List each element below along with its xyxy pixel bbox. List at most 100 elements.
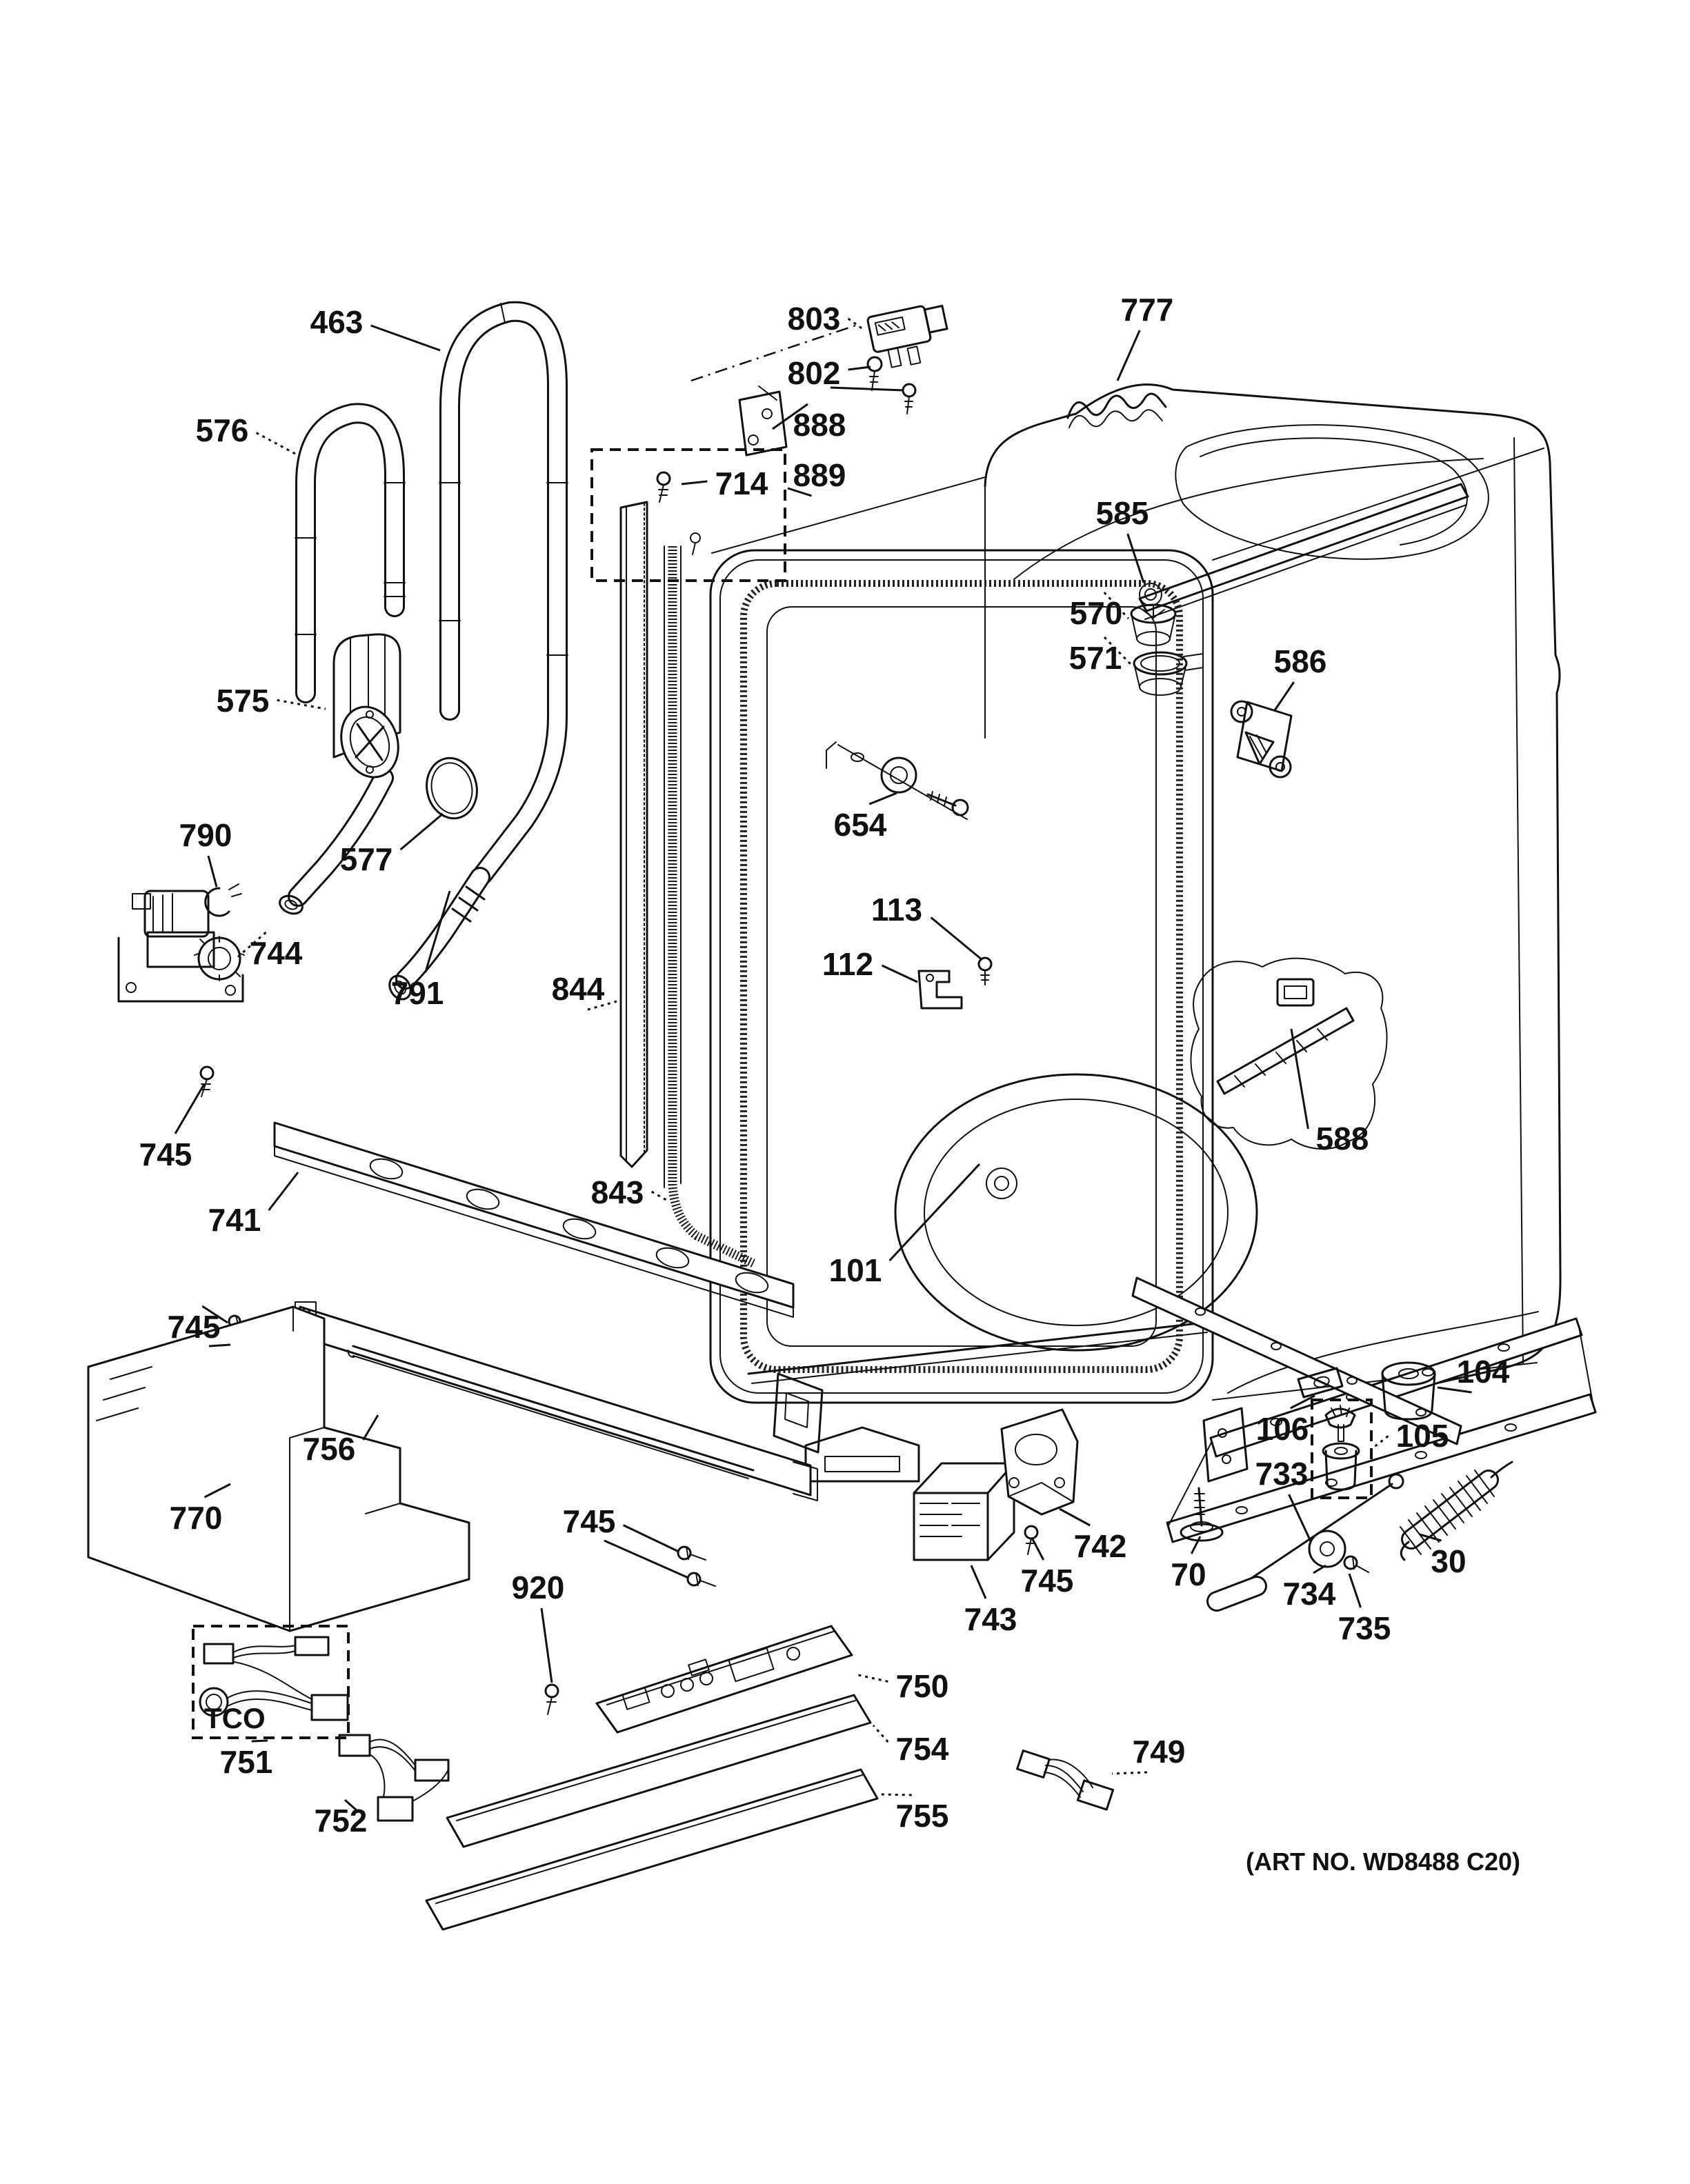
- extra-leader-0: [830, 386, 904, 392]
- extra-leader-1: [208, 1343, 231, 1348]
- part-label-576: 576: [196, 412, 249, 448]
- leader-756: [362, 1414, 379, 1441]
- wire-harness-749: [1016, 1750, 1115, 1811]
- part-label-113: 113: [871, 892, 922, 928]
- part-label-743: 743: [964, 1601, 1017, 1637]
- tub-corner-corrugation-777: [1066, 392, 1167, 428]
- part-label-570: 570: [1070, 595, 1123, 631]
- leader-105: [1372, 1435, 1389, 1450]
- part-label-751: 751: [220, 1744, 273, 1780]
- part-label-777: 777: [1121, 292, 1174, 328]
- leader-888: [772, 403, 808, 430]
- leader-588: [1290, 1028, 1309, 1130]
- part-label-791: 791: [391, 975, 444, 1011]
- tub-shell: [711, 383, 1562, 1410]
- leader-585: [1126, 533, 1145, 583]
- screws-745c: [677, 1545, 716, 1587]
- door-cable-733: [1206, 1473, 1404, 1612]
- part-label-735: 735: [1338, 1610, 1391, 1646]
- screw-920: [544, 1683, 559, 1715]
- leader-575: [277, 699, 326, 710]
- leader-745b: [201, 1305, 228, 1324]
- leader-70: [1190, 1536, 1202, 1554]
- screw-714: [656, 471, 671, 486]
- part-label-770: 770: [170, 1500, 223, 1536]
- hose-clamp-791: [451, 885, 486, 923]
- grommet-654: [826, 741, 969, 820]
- drain-hose-463: [439, 301, 568, 885]
- leader-770: [203, 1483, 231, 1499]
- part-label-106: 106: [1256, 1411, 1309, 1447]
- part-label-463: 463: [310, 304, 364, 340]
- bushing-kit-105: [1311, 1399, 1373, 1499]
- roller-bracket-586: [1230, 700, 1293, 779]
- leader-734: [1313, 1564, 1326, 1574]
- leader-586: [1273, 681, 1295, 711]
- part-label-742: 742: [1074, 1528, 1127, 1564]
- leader-745a: [174, 1083, 206, 1134]
- leader-754: [872, 1725, 889, 1743]
- leader-777: [1116, 330, 1141, 381]
- leader-920: [540, 1607, 553, 1683]
- leader-752: [344, 1799, 358, 1812]
- hose-elbow-791-connector: [388, 867, 490, 1001]
- leader-741: [268, 1172, 299, 1211]
- part-label-101: 101: [829, 1252, 882, 1288]
- part-label-588: 588: [1316, 1121, 1369, 1156]
- part-label-749: 749: [1133, 1734, 1186, 1770]
- part-label-802: 802: [788, 355, 841, 391]
- part-label-754: 754: [896, 1731, 949, 1767]
- access-panel-756: [295, 1301, 818, 1501]
- leader-577: [399, 812, 444, 851]
- water-inlet-valve-744: [117, 890, 245, 1003]
- insulation-blanket-770: [87, 1305, 470, 1632]
- leader-113: [930, 916, 983, 961]
- part-label-790: 790: [179, 817, 232, 853]
- part-label-112: 112: [822, 946, 873, 982]
- cover-bracket-742: [1000, 1408, 1079, 1516]
- part-label-750: 750: [896, 1668, 949, 1704]
- clip-112: [917, 956, 993, 1010]
- door-assembly: [709, 549, 1258, 1483]
- leader-714: [681, 480, 708, 485]
- leader-742: [1059, 1507, 1091, 1527]
- clip-106: [1297, 1367, 1344, 1399]
- leader-844: [587, 1000, 617, 1011]
- part-label-104: 104: [1457, 1354, 1510, 1390]
- bushing-104: [1381, 1361, 1436, 1421]
- vent-collar-571: [1133, 651, 1204, 696]
- door-gasket: [740, 580, 1183, 1373]
- leader-106: [1290, 1394, 1315, 1410]
- wire-harness-752: [338, 1734, 450, 1822]
- door-latch-803: [866, 305, 948, 368]
- part-label-844: 844: [552, 971, 605, 1007]
- leader-790: [207, 855, 218, 888]
- leader-791: [424, 890, 451, 973]
- tco-harness-751: [192, 1625, 350, 1739]
- leader-802: [848, 365, 871, 371]
- bracket-box-889: [590, 448, 786, 582]
- control-board-750: [595, 1625, 853, 1734]
- part-label-585: 585: [1096, 495, 1149, 531]
- part-label-755: 755: [896, 1798, 949, 1834]
- bracket-tray-755: [425, 1768, 879, 1931]
- part-label-734: 734: [1283, 1576, 1336, 1612]
- leader-30: [1419, 1533, 1442, 1542]
- part-label-843: 843: [591, 1174, 644, 1210]
- o-ring-577: [426, 757, 478, 820]
- leader-889: [787, 487, 812, 497]
- door-spring-30: [1400, 1461, 1513, 1561]
- toe-bar-741: [273, 1121, 795, 1318]
- bracket-tray-754: [446, 1694, 872, 1848]
- leader-735: [1348, 1573, 1362, 1608]
- door-side-strip-844: [619, 501, 648, 1168]
- leader-101: [888, 1163, 981, 1262]
- leader-843: [650, 1190, 667, 1201]
- part-label-889: 889: [793, 457, 846, 493]
- leader-112: [881, 964, 918, 983]
- vent-rail-585: [1138, 483, 1469, 620]
- part-label-745a: 745: [139, 1136, 192, 1172]
- callout-layer: 4635765755777907447457417918438448038028…: [139, 292, 1510, 1839]
- leader-733: [1288, 1494, 1312, 1542]
- side-duct-588: [1190, 957, 1388, 1150]
